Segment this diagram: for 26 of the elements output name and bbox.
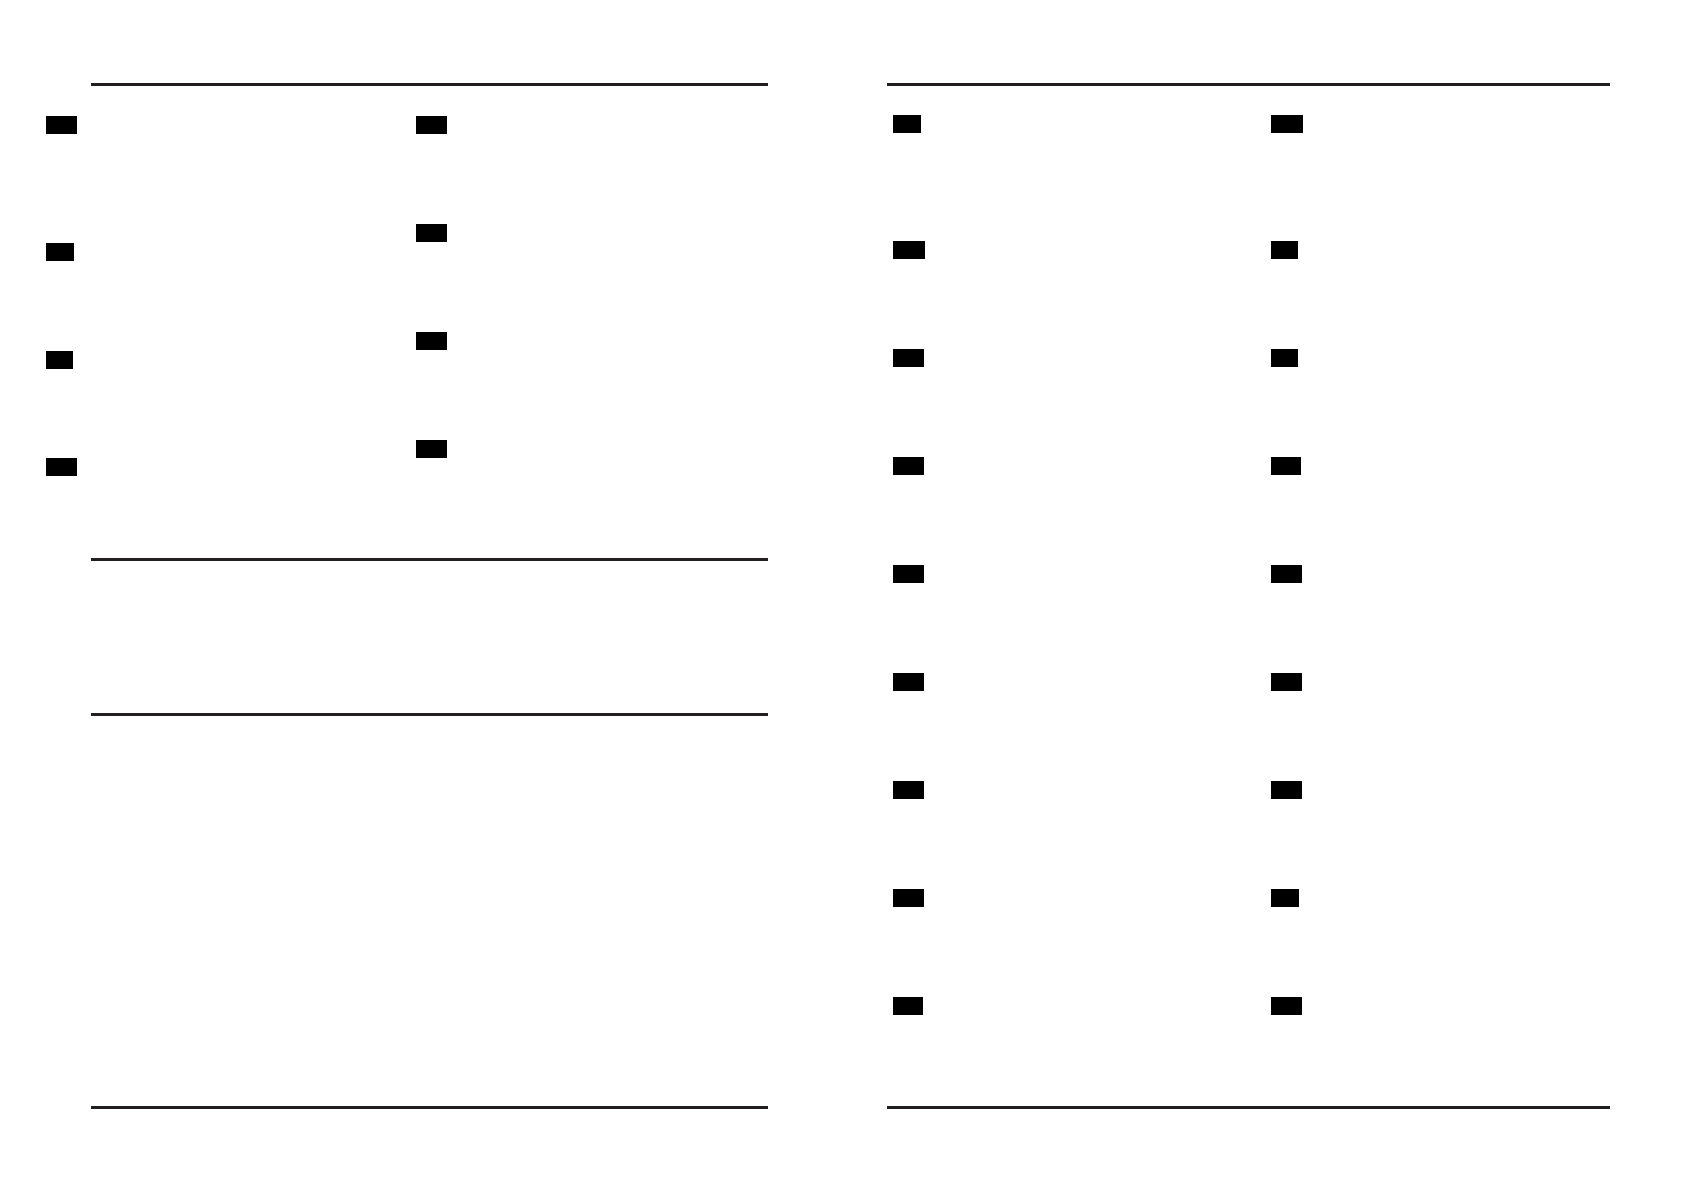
filled-block	[1271, 241, 1298, 259]
filled-block	[1271, 889, 1299, 907]
filled-block	[893, 889, 924, 907]
filled-block	[893, 997, 923, 1015]
filled-block	[893, 115, 921, 133]
filled-block	[416, 116, 447, 134]
filled-block	[46, 351, 73, 369]
filled-block	[1271, 457, 1301, 475]
filled-block	[893, 781, 924, 799]
filled-block	[1271, 565, 1302, 583]
filled-block	[416, 440, 447, 458]
filled-block	[46, 116, 77, 134]
filled-block	[1271, 673, 1302, 691]
filled-block	[416, 224, 447, 242]
filled-block	[46, 458, 77, 476]
filled-block	[893, 241, 925, 259]
filled-block	[893, 565, 924, 583]
filled-block	[893, 349, 924, 367]
filled-block	[46, 243, 74, 261]
filled-block	[1271, 115, 1303, 133]
filled-block	[893, 457, 924, 475]
filled-block	[893, 673, 924, 691]
filled-block	[1271, 349, 1298, 367]
filled-block	[1271, 997, 1302, 1015]
filled-block	[1271, 781, 1302, 799]
filled-block	[416, 332, 447, 350]
